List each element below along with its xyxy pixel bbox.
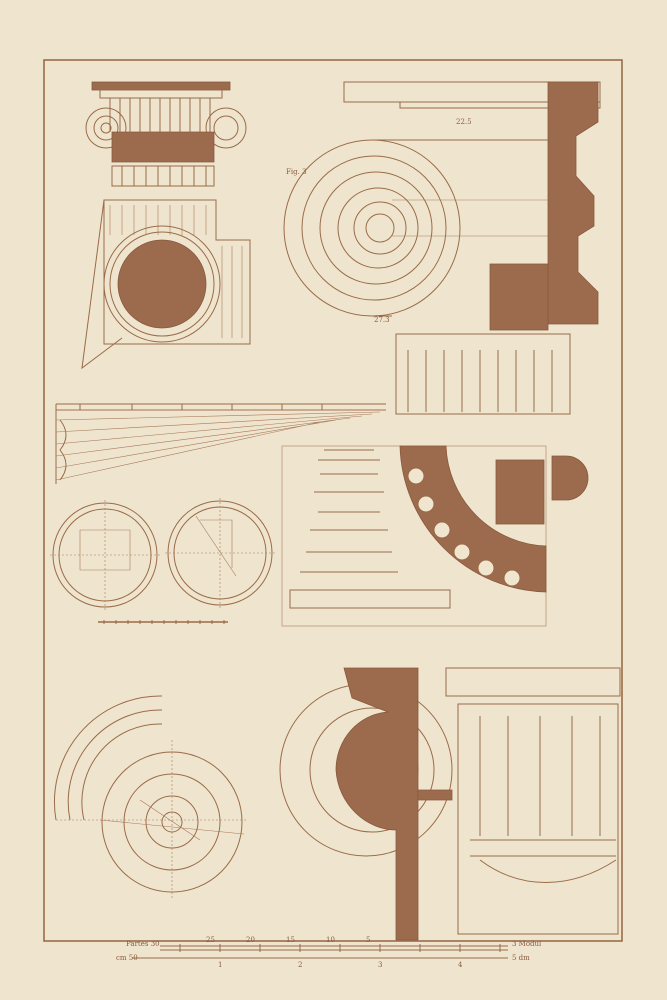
capital-elevation: [85, 81, 247, 187]
scale-bottom-left: cm 50: [116, 954, 138, 962]
capital-plan: [81, 199, 251, 370]
scale-tick-label: 25: [206, 936, 215, 944]
scale-top-left: Partes 30: [126, 940, 160, 948]
scale-tick-label: 10: [326, 936, 335, 944]
plate-border: [43, 59, 623, 942]
volute-construction: [53, 695, 246, 900]
scale-bar: Partes 30 3 Modul cm 50 5 dm 25 20 15 10…: [116, 936, 542, 969]
scale-bottom-right: 5 dm: [512, 954, 530, 962]
volute-mid-mark: 27.3: [374, 316, 390, 324]
scale-tick-label: 2: [298, 961, 302, 969]
scale-tick-label: 20: [246, 936, 255, 944]
volute-elevation: 22.5 27.3 Fig. 3: [283, 81, 601, 415]
scale-tick-label: 4: [458, 961, 463, 969]
scale-tick-label: 15: [286, 936, 295, 944]
scale-top-right: 3 Modul: [512, 940, 542, 948]
base-section: [281, 445, 589, 627]
volute-top-mark: 22.5: [456, 118, 472, 126]
figure-label: Fig. 3: [286, 168, 306, 176]
scale-tick-label: 5: [366, 936, 370, 944]
scale-tick-label: 3: [378, 961, 382, 969]
construction-circles: [50, 498, 275, 624]
capital-section: [279, 667, 621, 941]
scale-tick-label: 1: [218, 961, 222, 969]
profile-diagram: [55, 403, 386, 484]
